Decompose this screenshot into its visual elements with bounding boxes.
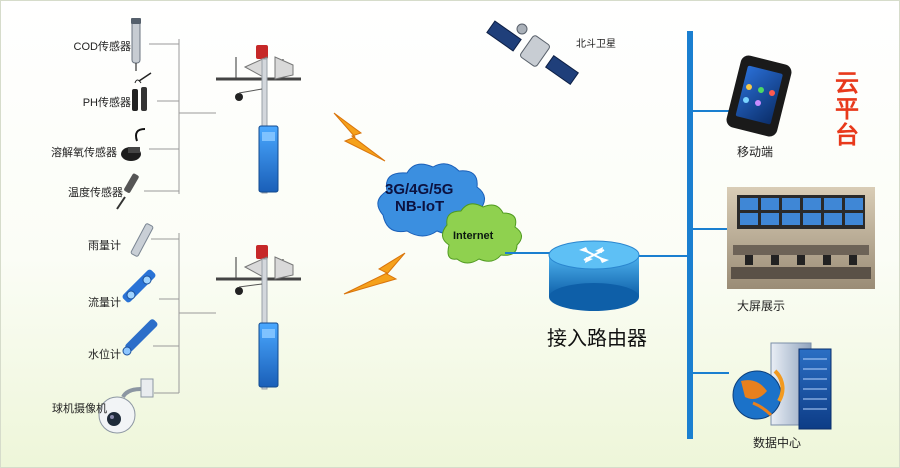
control-room-icon: [727, 187, 875, 289]
satellite-icon: [486, 20, 579, 86]
mobile-label: 移动端: [737, 145, 774, 159]
data-center-icon: [732, 342, 832, 430]
wireless-signal-icon-top: [333, 112, 386, 162]
sensor-label-dissolved-oxygen: 溶解氧传感器: [51, 147, 117, 159]
smartphone-icon: [726, 55, 792, 137]
sensor-label-cod: COD传感器: [73, 41, 131, 53]
router-label: 接入路由器: [547, 328, 647, 350]
backbone-bus: [687, 31, 693, 439]
flow-meter-icon: [122, 269, 156, 303]
satellite-label: 北斗卫星: [576, 39, 616, 50]
monitoring-pole-1: [216, 45, 301, 194]
sensor-label-dome-camera: 球机摄像机: [52, 403, 107, 415]
sensor-label-flow-meter: 流量计: [88, 297, 121, 309]
router-icon: [548, 240, 640, 311]
sensor-label-ph: PH传感器: [82, 97, 131, 109]
nbiot-label: NB-IoT: [395, 198, 445, 215]
cloud-platform-label: 云平台: [835, 70, 865, 149]
ph-sensor-icon: [132, 72, 152, 111]
temperature-sensor-icon: [116, 173, 139, 210]
rain-gauge-icon: [130, 223, 154, 257]
internet-cloud: [442, 203, 522, 264]
wireless-signal-icon-bottom: [343, 252, 406, 295]
sensor-label-rain-gauge: 雨量计: [88, 240, 121, 252]
display-label: 大屏展示: [737, 299, 786, 313]
cod-sensor-icon: [131, 18, 141, 71]
sensor-label-water-level: 水位计: [88, 349, 121, 361]
datacenter-label: 数据中心: [753, 436, 802, 450]
water-level-gauge-icon: [122, 319, 158, 356]
dome-camera-icon: [98, 378, 154, 434]
sensor-wiring: [144, 39, 216, 394]
dissolved-oxygen-sensor-icon: [121, 128, 146, 161]
internet-label: Internet: [453, 230, 494, 242]
cellular-label: 3G/4G/5G: [385, 181, 454, 198]
sensor-label-temperature: 温度传感器: [68, 187, 123, 199]
monitoring-pole-2: [216, 245, 301, 390]
